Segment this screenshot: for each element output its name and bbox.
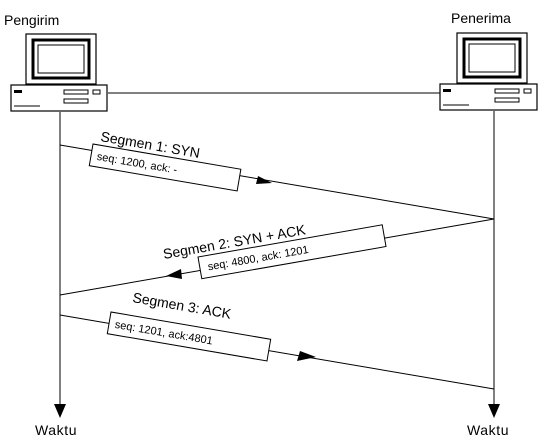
receiver-label: Penerima [451, 10, 511, 26]
segment-1-arrowhead [256, 176, 272, 184]
sender-computer-icon [11, 34, 107, 111]
segment-2-arrowhead [166, 269, 182, 279]
segment-2: Segmen 2: SYN + ACK seq: 4800, ack: 1201 [60, 219, 494, 295]
receiver-time-label: Waktu [467, 422, 509, 438]
segment-3-title: Segmen 3: ACK [131, 289, 233, 322]
sender-time-label: Waktu [35, 422, 77, 438]
receiver-timeline-arrowhead [488, 404, 500, 418]
segment-3-arrowhead [297, 351, 316, 361]
sender-label: Pengirim [4, 12, 59, 28]
receiver-computer-icon [440, 33, 537, 110]
segment-1: Segmen 1: SYN seq: 1200, ack: - [60, 128, 494, 219]
sender-timeline-arrowhead [54, 404, 66, 418]
segment-3: Segmen 3: ACK seq: 1201, ack:4801 [60, 289, 494, 389]
